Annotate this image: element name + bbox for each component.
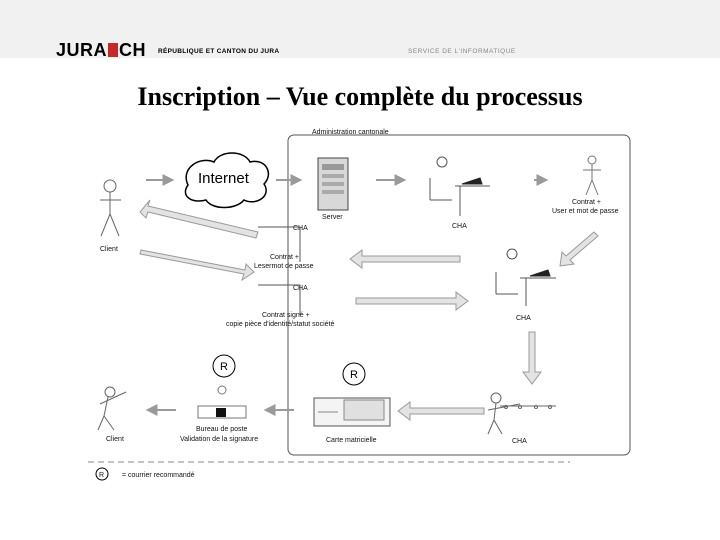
service-name: SERVICE DE L'INFORMATIQUE (408, 48, 516, 55)
client-figure-icon (100, 179, 121, 237)
internet-label: Internet (198, 170, 250, 187)
canton-name: RÉPUBLIQUE ET CANTON DU JURA (158, 48, 280, 55)
admin-label: Administration cantonale (312, 129, 389, 136)
cha-workstation-2-icon (495, 248, 556, 306)
registered-mail-mid-icon (342, 362, 366, 386)
contrat-signe-label-1: Contrat signé + (262, 312, 310, 319)
header-band (0, 0, 720, 58)
internet-cloud-icon (184, 152, 270, 209)
arrow-to-client-diagonal (139, 199, 259, 239)
tag-1: CHA (293, 225, 308, 232)
arrow-cha2-left (349, 249, 461, 269)
cha-workstation-icon (429, 156, 490, 216)
post-office-icon (197, 385, 247, 419)
bureau-label-1: Bureau de poste (196, 426, 247, 433)
envelope-1-outline (258, 226, 301, 262)
cha-label-3: CHA (512, 438, 527, 445)
card-printer-icon (313, 397, 391, 427)
server-label: Server (322, 214, 343, 221)
carte-label: Carte matricielle (326, 437, 377, 444)
envelope-2-outline (258, 284, 301, 315)
page-title: Inscription – Vue complète du processus (137, 82, 583, 111)
contract-user-figure-icon (583, 155, 601, 196)
arrow-cha2-down (522, 331, 542, 385)
legend-registered-mail-icon (95, 467, 109, 481)
admin-box (287, 134, 631, 456)
logo-text-left: JURA (56, 40, 108, 60)
contrat-user-label-1: Contrat + (572, 199, 601, 206)
cha-3-figure-icon (487, 392, 556, 435)
cha-label-2: CHA (516, 315, 531, 322)
contrat-user-label-2: User et mot de passe (552, 208, 619, 215)
jura-logo: JURA CH (56, 40, 146, 61)
arrow-to-cha2-right (355, 291, 469, 311)
legend-r-label: R (99, 472, 104, 479)
arrow-client-to-admin-diagonal (139, 249, 255, 282)
logo-text-right: CH (119, 40, 147, 60)
r-left-label: R (220, 361, 228, 373)
contrat-pw-label-2: Lesermot de passe (254, 263, 314, 270)
legend-text: = courrier recommandé (122, 472, 195, 479)
contrat-pw-label-1: Contrat + (270, 254, 299, 261)
arrow-contrat-to-cha2 (559, 231, 599, 267)
cha-label-1: CHA (452, 223, 467, 230)
client-label-top: Client (100, 246, 118, 253)
arrow-cha3-to-carte (397, 401, 485, 421)
server-icon (317, 157, 349, 211)
contrat-signe-label-2: copie pièce d'identité/statut société (226, 321, 334, 328)
registered-mail-left-icon (212, 354, 236, 378)
client-figure-2-icon (97, 386, 127, 431)
bureau-label-2: Validation de la signature (180, 436, 258, 443)
client-label-bottom: Client (106, 436, 124, 443)
r-mid-label: R (350, 369, 358, 381)
jura-crest-icon (108, 43, 119, 57)
tag-2: CHA (293, 285, 308, 292)
